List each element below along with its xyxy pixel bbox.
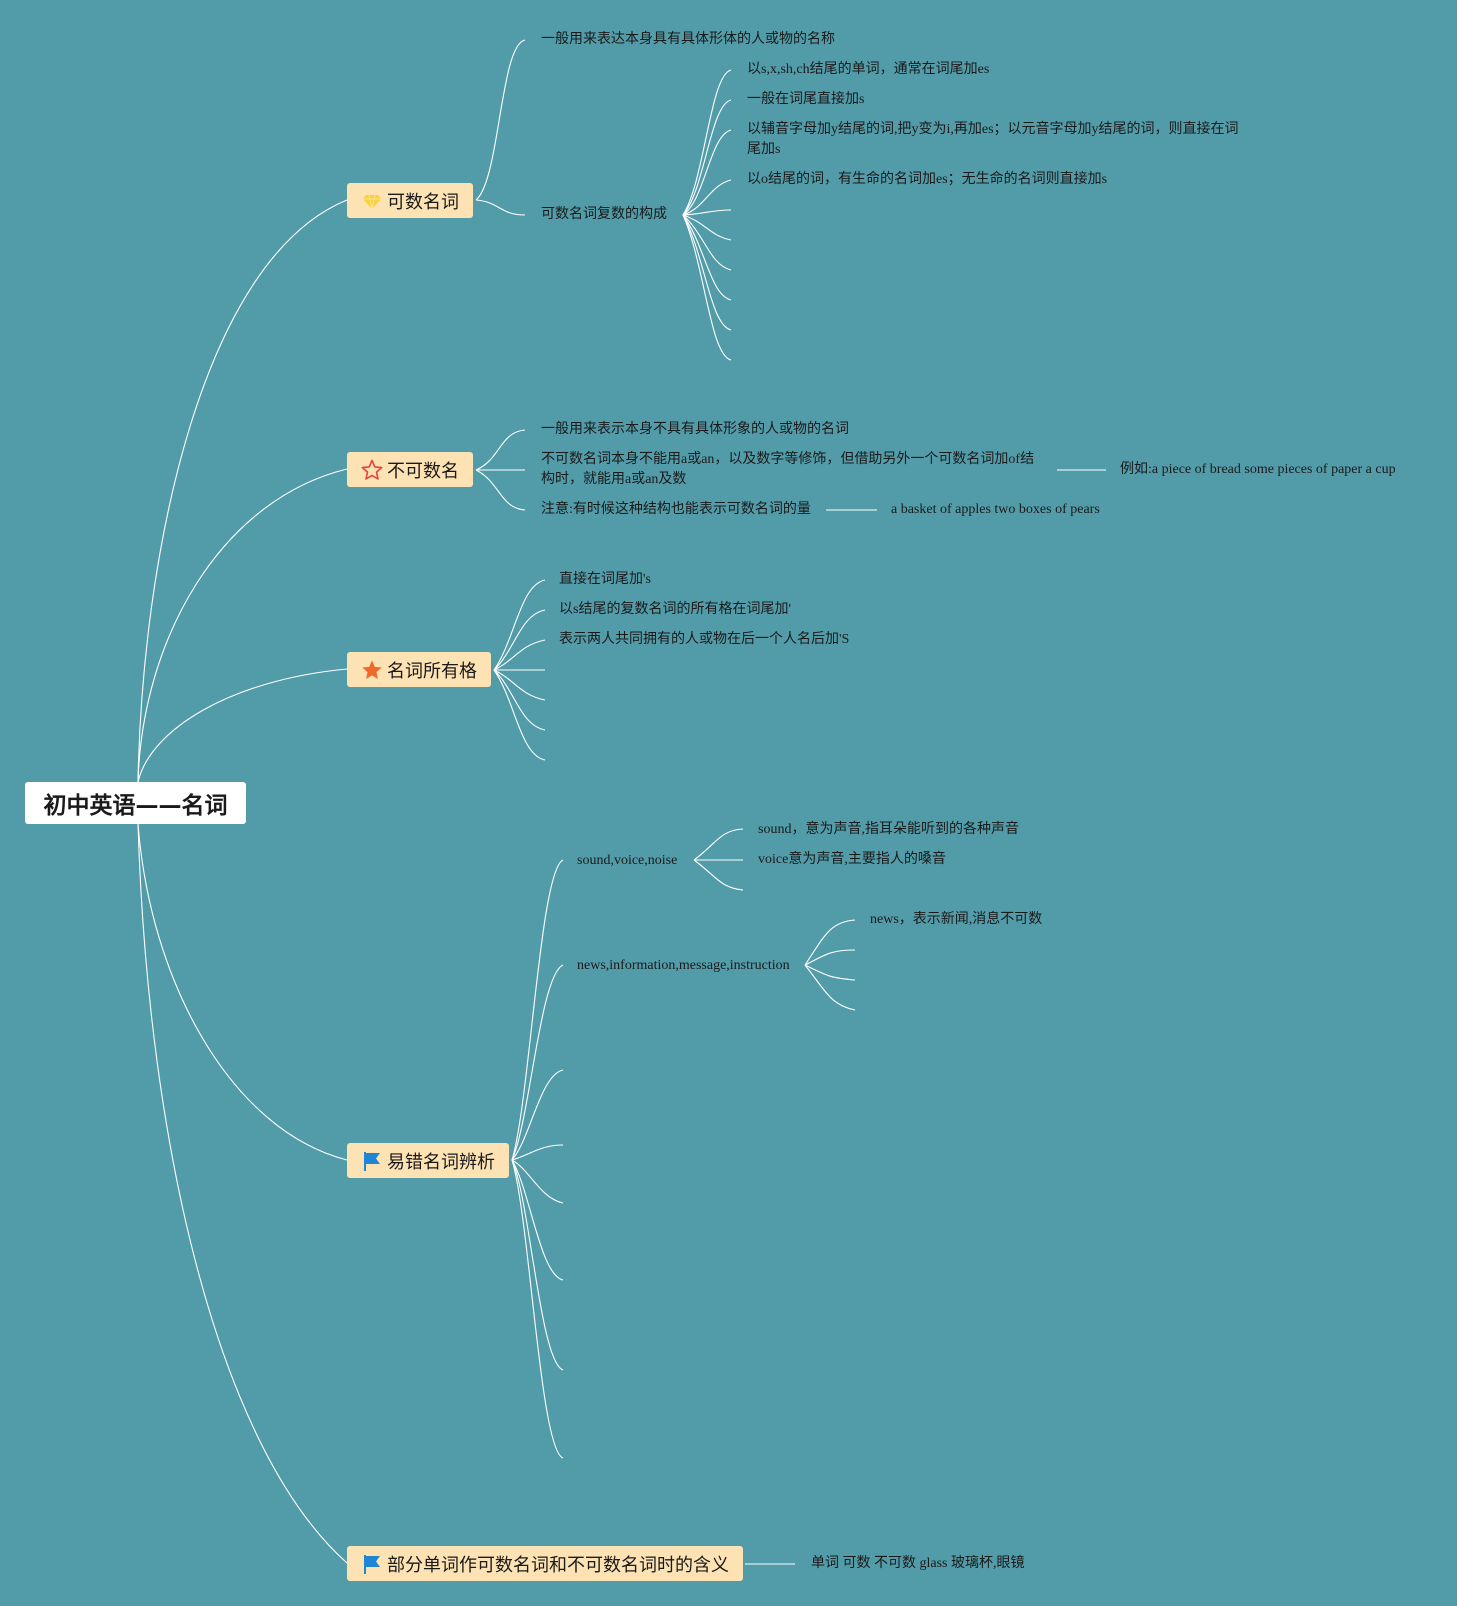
news-meaning[interactable]: news，表示新闻,消息不可数 (870, 912, 1043, 927)
uncountable-measure-example[interactable]: 例如:a piece of bread some pieces of paper… (1120, 462, 1396, 477)
root-topic[interactable]: 初中英语——名词 (25, 782, 246, 824)
plural-rule-s[interactable]: 一般在词尾直接加s (747, 92, 865, 107)
plural-rule-es[interactable]: 以s,x,sh,ch结尾的单词，通常在词尾加es (747, 62, 990, 77)
branch-possessive-case[interactable]: 名词所有格 (347, 652, 491, 687)
plural-formation[interactable]: 可数名词复数的构成 (541, 207, 667, 222)
possessive-rule-2[interactable]: 以s结尾的复数名词的所有格在词尾加' (559, 602, 791, 617)
branch-label: 易错名词辨析 (387, 1151, 495, 1173)
plural-rule-o[interactable]: 以o结尾的词，有生命的名词加es；无生命的名词则直接加s (747, 172, 1108, 187)
uncountable-definition[interactable]: 一般用来表示本身不具有具体形象的人或物的名词 (541, 422, 849, 437)
flag-icon (361, 1150, 383, 1172)
branch-countable-nouns[interactable]: 可数名词 (347, 183, 473, 218)
branch-countable-uncountable-meanings[interactable]: 部分单词作可数名词和不可数名词时的含义 (347, 1546, 743, 1581)
possessive-rule-1[interactable]: 直接在词尾加's (559, 572, 651, 587)
diamond-icon (361, 190, 383, 212)
voice-meaning[interactable]: voice意为声音,主要指人的嗓音 (758, 852, 946, 867)
uncountable-note-example[interactable]: a basket of apples two boxes of pears (891, 502, 1100, 517)
uncountable-measure-rule[interactable]: 不可数名词本身不能用a或an，以及数字等修饰，但借助另外一个可数名词加of结构时… (541, 452, 1035, 487)
news-information-group[interactable]: news,information,message,instruction (577, 958, 790, 973)
plural-rule-y[interactable]: 以辅音字母加y结尾的词,把y变为i,再加es；以元音字母加y结尾的词，则直接在词… (747, 122, 1239, 157)
branch-label: 部分单词作可数名词和不可数名词时的含义 (387, 1554, 729, 1576)
sound-voice-noise[interactable]: sound,voice,noise (577, 853, 678, 868)
possessive-rule-3[interactable]: 表示两人共同拥有的人或物在后一个人名后加'S (559, 632, 850, 647)
star-outline-icon (361, 459, 383, 481)
branch-confusing-nouns[interactable]: 易错名词辨析 (347, 1143, 509, 1178)
branch-label: 名词所有格 (387, 660, 477, 682)
branch-label: 可数名词 (387, 191, 459, 213)
star-filled-icon (361, 659, 383, 681)
sound-meaning[interactable]: sound，意为声音,指耳朵能听到的各种声音 (758, 822, 1019, 837)
countable-definition[interactable]: 一般用来表达本身具有具体形体的人或物的名称 (541, 32, 835, 47)
uncountable-note[interactable]: 注意:有时候这种结构也能表示可数名词的量 (541, 502, 811, 517)
flag-icon (361, 1553, 383, 1575)
branch-uncountable-nouns[interactable]: 不可数名 (347, 452, 473, 487)
glass-meaning[interactable]: 单词 可数 不可数 glass 玻璃杯,眼镜 (811, 1556, 1025, 1571)
branch-label: 不可数名 (387, 460, 459, 482)
